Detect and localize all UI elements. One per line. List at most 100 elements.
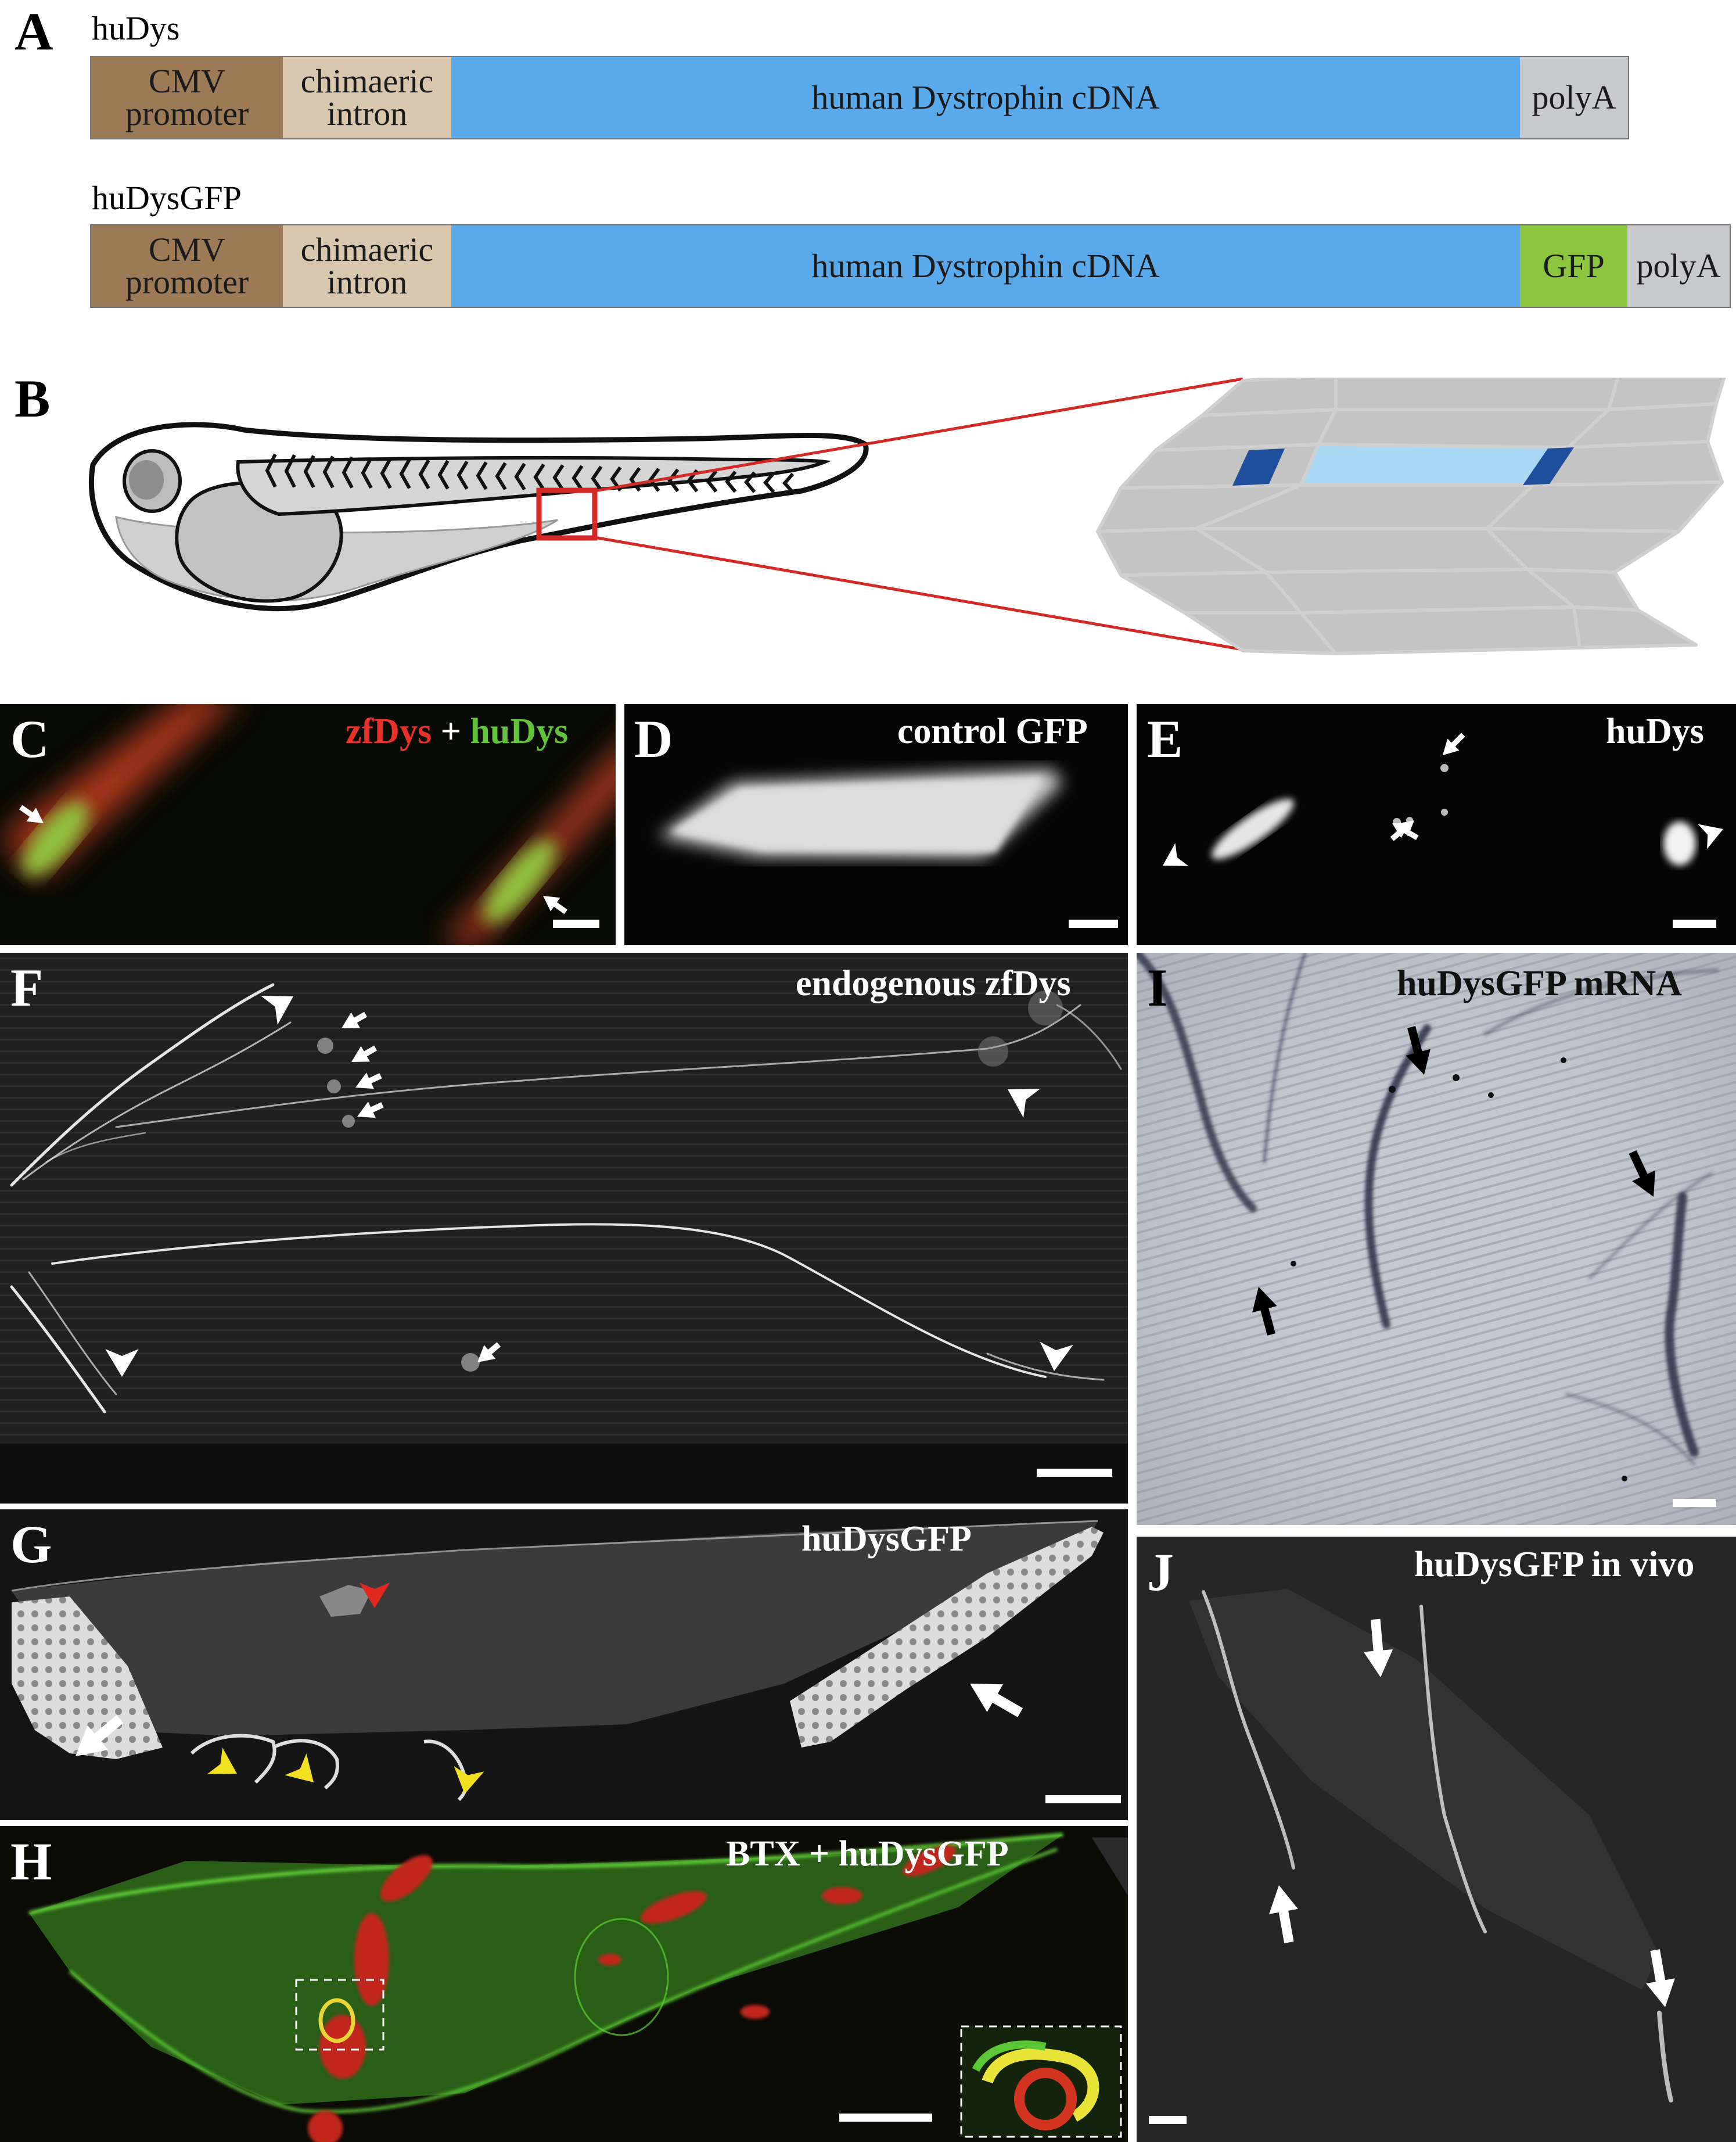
myotome-chevron [552, 464, 565, 491]
panel-e-micrograph [1137, 704, 1736, 945]
panel-c-title: zfDys + huDys [346, 713, 568, 749]
arrow-icon [1646, 1949, 1675, 2007]
myotome-chevron [284, 454, 296, 488]
arrow-icon [1406, 1026, 1431, 1075]
panel-label-h: H [10, 1832, 52, 1891]
scale-bar [553, 920, 599, 928]
arrow-icon [357, 1102, 384, 1118]
scale-bar [1673, 920, 1716, 928]
arrowhead-icon [454, 1766, 484, 1794]
segment-promoter: CMV promoter [91, 57, 283, 138]
myotome-chevron [533, 463, 545, 491]
panel-label-a: A [15, 2, 53, 61]
panel-i-title: huDysGFP mRNA [1397, 964, 1682, 1003]
myotome-chevron [514, 462, 526, 491]
panel-c-micrograph [0, 704, 616, 945]
label-plus: + [432, 712, 470, 751]
arrow-icon [342, 1011, 368, 1028]
panel-e-title: huDys [1606, 712, 1704, 751]
label-zfdys: zfDys [346, 712, 432, 751]
panel-d-micrograph [624, 704, 1128, 945]
arrow-icon [19, 805, 44, 823]
panel-f-micrograph [0, 953, 1128, 1504]
myotome-chevron [572, 465, 584, 491]
myotome-chevron [706, 469, 718, 493]
myotome-chevron [418, 459, 430, 490]
myotome-chevron [322, 455, 335, 489]
panel-label-f: F [10, 958, 44, 1017]
myotome-chevron [380, 458, 392, 489]
myotome-chevron [457, 460, 469, 490]
construct-bar-hudysgfp: CMV promoter chimaeric intron human Dyst… [90, 224, 1731, 308]
arrowhead-icon [285, 1753, 314, 1782]
arrow-icon [1269, 1885, 1298, 1943]
zebrafish-larva-schematic [89, 378, 1726, 655]
arrow-icon [970, 1684, 1023, 1717]
arrow-icon [355, 1072, 382, 1089]
scale-bar [1673, 1499, 1716, 1507]
panel-label-i: I [1147, 958, 1168, 1017]
segment-cdna: human Dystrophin cDNA [451, 57, 1520, 138]
myotome-chevron [399, 458, 411, 489]
panel-label-e: E [1147, 709, 1183, 769]
construct-name-hudys: huDys [92, 9, 180, 47]
scale-bar [1069, 920, 1118, 928]
myotome-chevron [495, 462, 507, 490]
arrowhead-icon [1698, 824, 1723, 849]
arrow-icon [1390, 820, 1414, 841]
myotome-chevron [437, 460, 450, 490]
segment-gfp: GFP [1520, 225, 1627, 307]
panel-label-j: J [1147, 1542, 1174, 1602]
segment-polya: polyA [1520, 57, 1628, 138]
segment-cdna: human Dystrophin cDNA [451, 225, 1520, 307]
segment-intron: chimaeric intron [283, 57, 451, 138]
myotome-chevron [782, 472, 795, 494]
construct-bar-hudys: CMV promoter chimaeric intron human Dyst… [90, 56, 1629, 139]
arrow-icon [1629, 1150, 1656, 1197]
panel-d-title: control GFP [897, 712, 1088, 751]
panel-label-g: G [10, 1515, 52, 1574]
arrow-icon [1363, 1619, 1393, 1677]
myotome-chevron [667, 468, 680, 493]
panel-label-c: C [10, 709, 49, 769]
construct-name-hudysgfp: huDysGFP [92, 179, 242, 217]
myotome-chevron [591, 465, 603, 491]
arrow-icon [76, 1714, 124, 1756]
panel-j-title: huDysGFP in vivo [1414, 1545, 1695, 1584]
myotome-chevron [265, 453, 277, 488]
arrowhead-icon [359, 1583, 390, 1608]
panel-h-micrograph [0, 1826, 1128, 2142]
myotome-chevron [303, 455, 315, 489]
segment-polya: polyA [1627, 225, 1730, 307]
scale-bar [1037, 1469, 1112, 1477]
scale-bar [1045, 1795, 1121, 1803]
myotome-chevron [476, 461, 488, 490]
panel-label-b: B [15, 369, 51, 428]
myotome-chevron [763, 472, 775, 494]
arrowhead-icon [1040, 1341, 1073, 1371]
panel-g-micrograph [0, 1509, 1128, 1820]
panel-g-title: huDysGFP [801, 1519, 972, 1559]
myotome-chevron [725, 471, 737, 493]
scale-bar [839, 2114, 932, 2122]
panel-h-title: BTX + huDysGFP [726, 1834, 1009, 1874]
panel-label-d: D [634, 709, 673, 769]
arrow-icon [351, 1045, 378, 1062]
arrow-icon [543, 896, 568, 914]
panel-j-micrograph [1137, 1537, 1736, 2142]
arrow-icon [1443, 733, 1465, 755]
myotome-chevron [342, 456, 354, 489]
arrowhead-icon [261, 996, 293, 1025]
arrowhead-icon [207, 1748, 237, 1774]
myotome-chevron [629, 467, 641, 492]
segment-promoter: CMV promoter [91, 225, 283, 307]
arrow-icon [1252, 1287, 1277, 1336]
panel-i-micrograph [1137, 953, 1736, 1525]
myotome-chevron [361, 457, 373, 489]
label-hudys: huDys [470, 712, 569, 751]
arrowhead-icon [1008, 1089, 1040, 1118]
myotome-chevron [744, 471, 756, 493]
arrow-icon [477, 1342, 501, 1362]
scale-bar [1149, 2116, 1187, 2124]
